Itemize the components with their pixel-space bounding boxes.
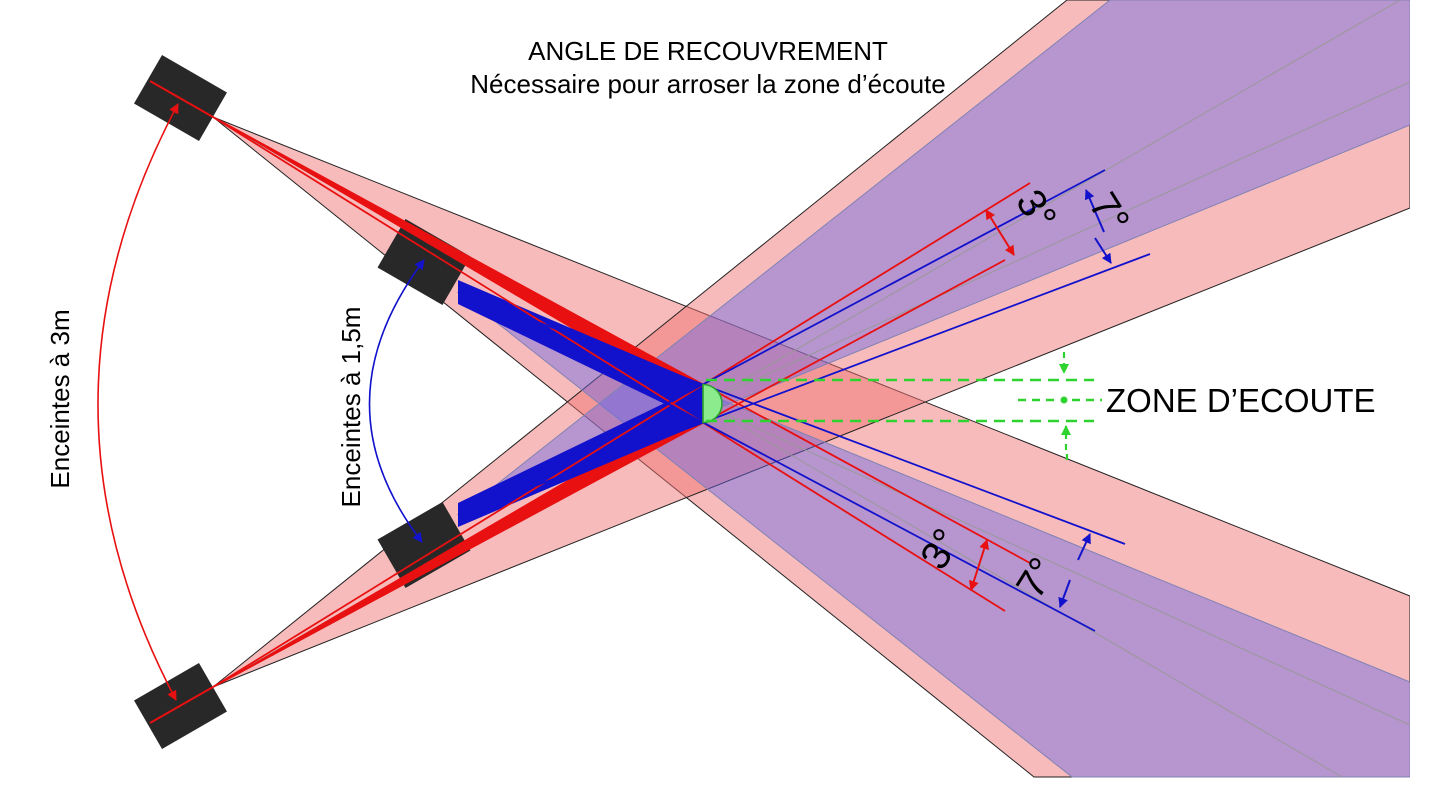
beam-edge-1-5m-top-a [457,291,1126,545]
beam-edge-3m-top-b [212,116,1006,612]
speaker-1-5m-bottom [377,502,471,588]
diagram-title-line1: ANGLE DE RECOUVREMENT [528,36,888,66]
diagram-title-line2: Nécessaire pour arroser la zone d’écoute [470,69,945,99]
dim-arrow-7deg-top-upper [1084,189,1105,233]
beam-edge-1-5m-bottom-b [457,253,1151,516]
beam-edge-3m-top-a [212,116,1031,564]
dimension-arrows-layer [968,189,1112,608]
dim-arrow-7deg-bottom-lower [1058,579,1071,608]
listening-zone-layer [702,352,1102,464]
dim-arrow-7deg-top-lower [1094,237,1112,264]
speaker-axis-mark-top [149,80,214,118]
spacing-arc-1-5m [368,259,425,543]
speakers-3m-label: Enceintes à 3m [45,309,75,488]
beam-edge-3m-bottom-a [212,182,1031,688]
spacing-arcs-layer [97,103,425,701]
listening-zone-label: ZONE D’ECOUTE [1106,382,1376,419]
speakers-1-5m-label: Enceintes à 1,5m [336,307,366,508]
dim-arrow-3deg-top [985,209,1015,256]
beam-edge-3m-bottom-b [212,259,1006,688]
narrow-beams-layer [212,116,1151,688]
dim-arrow-7deg-bottom-upper [1077,533,1091,561]
spacing-arc-3m [97,103,179,701]
zone-center-dot [1060,396,1068,404]
speaker-axis-mark-bottom [149,686,214,724]
dim-arrow-3deg-bottom [968,539,990,591]
